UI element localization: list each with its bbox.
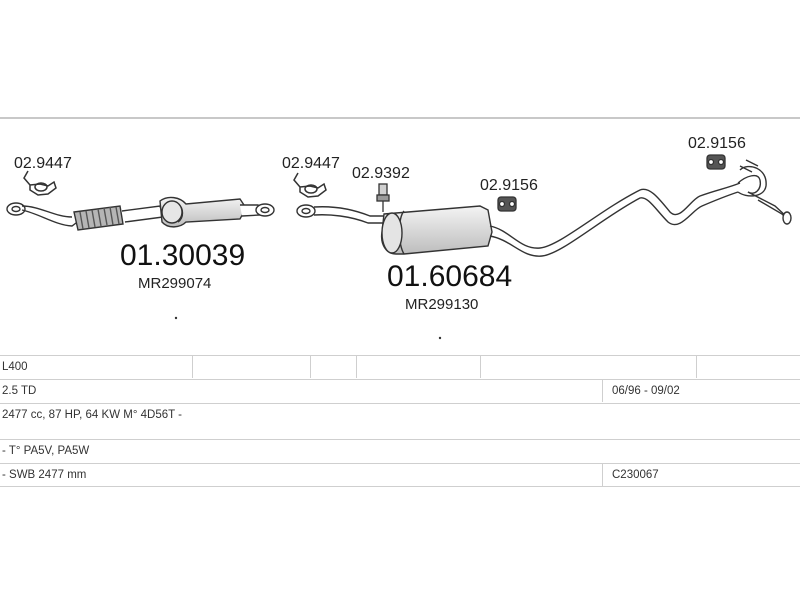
row-separator [192,356,193,378]
model-cell: L400 [2,361,28,373]
top-border [0,117,800,119]
table-row-model: L400 [0,355,800,378]
sensor-plug-code: 02.9392 [352,165,410,182]
years-cell: 06/96 - 09/02 [612,385,680,397]
centre-silencer-icon [296,159,792,257]
clamp-left-code: 02.9447 [14,155,72,172]
front-pipe-oe: MR299074 [138,275,211,292]
row-separator [480,356,481,378]
mount-right-code: 02.9156 [688,135,746,152]
mount-mid-code: 02.9156 [480,177,538,194]
wheelbase-cell: - SWB 2477 mm [2,469,87,481]
front-pipe-code: 01.30039 [120,239,245,272]
table-row-engine: 2.5 TD 06/96 - 09/02 [0,379,800,402]
table-row-spec: 2477 cc, 87 HP, 64 KW M° 4D56T - [0,403,800,426]
spec-cell: 2477 cc, 87 HP, 64 KW M° 4D56T - [2,409,182,421]
exhaust-diagram: 02.9447 01.30039 MR299074 02.9447 02.939… [6,135,792,340]
centre-silencer-oe: MR299130 [405,296,478,313]
centre-silencer-code: 01.60684 [387,260,512,293]
ref-cell: C230067 [612,469,659,481]
front-pipe-icon [6,196,275,231]
table-row-type: - T° PA5V, PA5W [0,439,800,462]
sensor-plug-icon [376,183,390,212]
mount-mid-icon [497,196,517,212]
dot-left [174,316,178,320]
clamp-left-icon [23,170,57,196]
row-separator [356,356,357,378]
engine-cell: 2.5 TD [2,385,37,397]
clamp-mid-icon [293,172,327,198]
row-separator [696,356,697,378]
dot-right [438,336,442,340]
row-separator [602,464,603,486]
mount-right-icon [706,154,726,170]
table-row-wheelbase: - SWB 2477 mm C230067 [0,463,800,487]
type-cell: - T° PA5V, PA5W [2,445,90,457]
clamp-mid-code: 02.9447 [282,155,340,172]
row-separator [310,356,311,378]
row-separator [602,380,603,402]
